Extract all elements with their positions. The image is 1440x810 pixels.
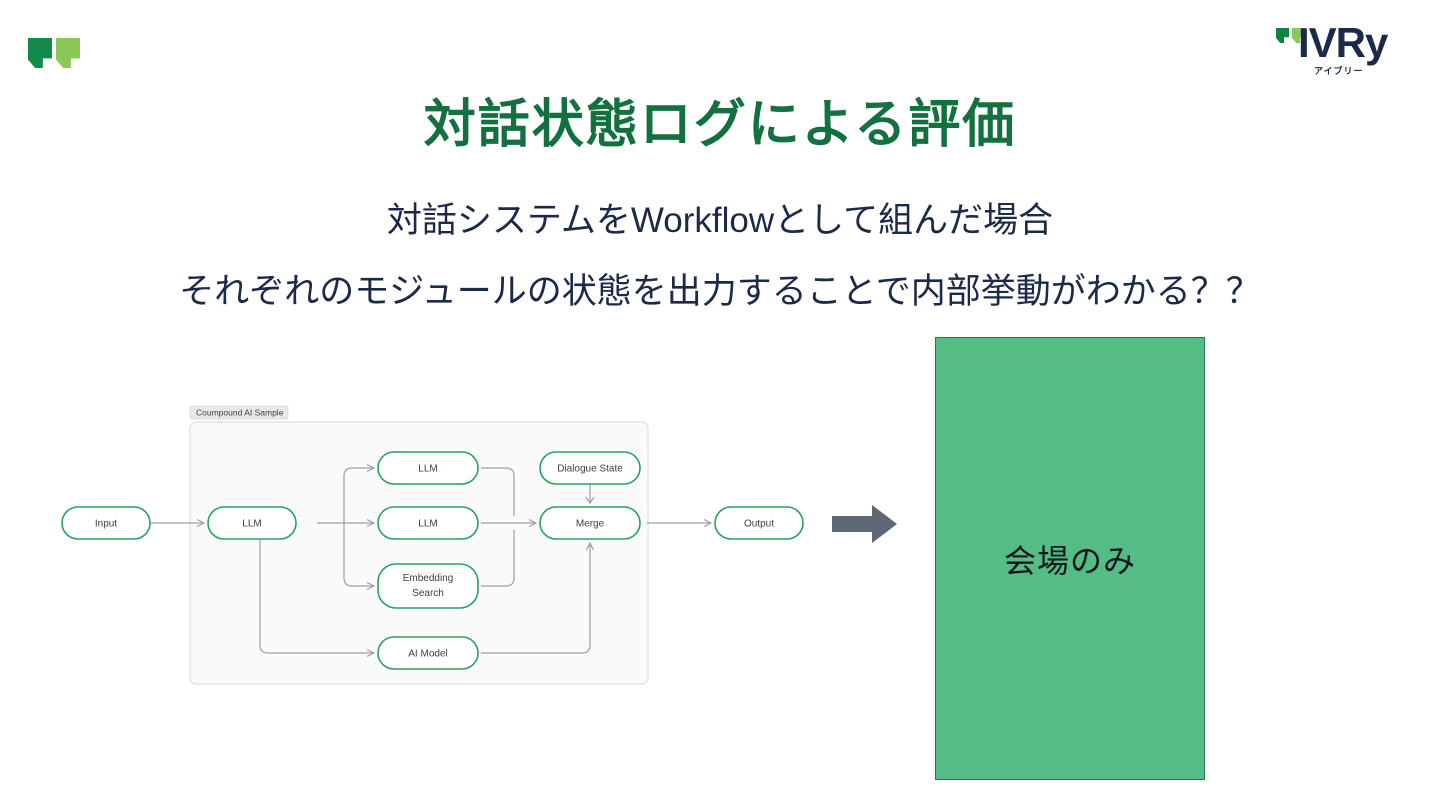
node-input[interactable]: Input xyxy=(61,506,151,540)
node-embedding-search-shape[interactable] xyxy=(377,563,479,609)
ivry-logo: IVRy アイブリー xyxy=(1270,22,1410,78)
node-merge-label: Merge xyxy=(576,519,605,530)
node-router-llm-label: LLM xyxy=(242,519,261,530)
ivry-wordmark: IVRy xyxy=(1298,19,1388,66)
node-dialogue-state[interactable]: Dialogue State xyxy=(539,451,641,485)
brand-flag-mark xyxy=(28,38,84,70)
node-embedding-search[interactable]: Embedding Search xyxy=(377,563,479,609)
workflow-diagram-svg: Coumpound AI Sample xyxy=(61,405,804,685)
node-llm-top-label: LLM xyxy=(418,464,437,475)
flag-dark-icon xyxy=(28,38,52,68)
node-input-label: Input xyxy=(95,519,117,530)
node-llm-top[interactable]: LLM xyxy=(377,451,479,485)
node-output-shape[interactable] xyxy=(714,506,804,540)
venue-only-panel: 会場のみ xyxy=(935,337,1205,780)
node-llm-mid-label: LLM xyxy=(418,519,437,530)
node-embedding-search-label-line2: Search xyxy=(412,588,444,599)
node-ai-model[interactable]: AI Model xyxy=(377,636,479,670)
node-input-shape[interactable] xyxy=(61,506,151,540)
diagram-group-label: Coumpound AI Sample xyxy=(196,408,284,418)
node-llm-top-shape[interactable] xyxy=(377,451,479,485)
subtitle-line-2: それぞれのモジュールの状態を出力することで内部挙動がわかる？？ xyxy=(179,272,1261,311)
node-embedding-search-label-line1: Embedding xyxy=(403,573,454,584)
node-merge[interactable]: Merge xyxy=(539,506,641,540)
workflow-diagram: Coumpound AI Sample xyxy=(44,398,834,698)
diagram-group-label-chip xyxy=(189,405,289,420)
node-ai-model-label: AI Model xyxy=(408,649,447,660)
page-title: 対話状態ログによる評価 xyxy=(423,96,1017,154)
node-dialogue-state-label: Dialogue State xyxy=(557,464,623,475)
right-arrow-svg xyxy=(832,505,897,543)
logo-flag-dark-icon xyxy=(1276,28,1289,43)
flag-light-icon xyxy=(56,38,80,68)
ivry-logo-flags-icon xyxy=(1276,28,1308,44)
node-output-label: Output xyxy=(744,519,774,530)
node-router-llm[interactable]: LLM xyxy=(207,506,297,540)
ivry-subword: アイブリー xyxy=(1314,66,1364,76)
venue-only-label: 会場のみ xyxy=(1003,542,1136,579)
diagram-group-frame xyxy=(189,421,649,685)
node-output[interactable]: Output xyxy=(714,506,804,540)
node-merge-shape[interactable] xyxy=(539,506,641,540)
node-llm-mid[interactable]: LLM xyxy=(377,506,479,540)
node-ai-model-shape[interactable] xyxy=(377,636,479,670)
right-arrow-icon xyxy=(830,503,900,545)
subtitle-line-1: 対話システムをWorkflowとして組んだ場合 xyxy=(386,201,1054,240)
node-router-llm-shape[interactable] xyxy=(207,506,297,540)
node-llm-mid-shape[interactable] xyxy=(377,506,479,540)
diagram-edges xyxy=(149,468,711,653)
node-dialogue-state-shape[interactable] xyxy=(539,451,641,485)
